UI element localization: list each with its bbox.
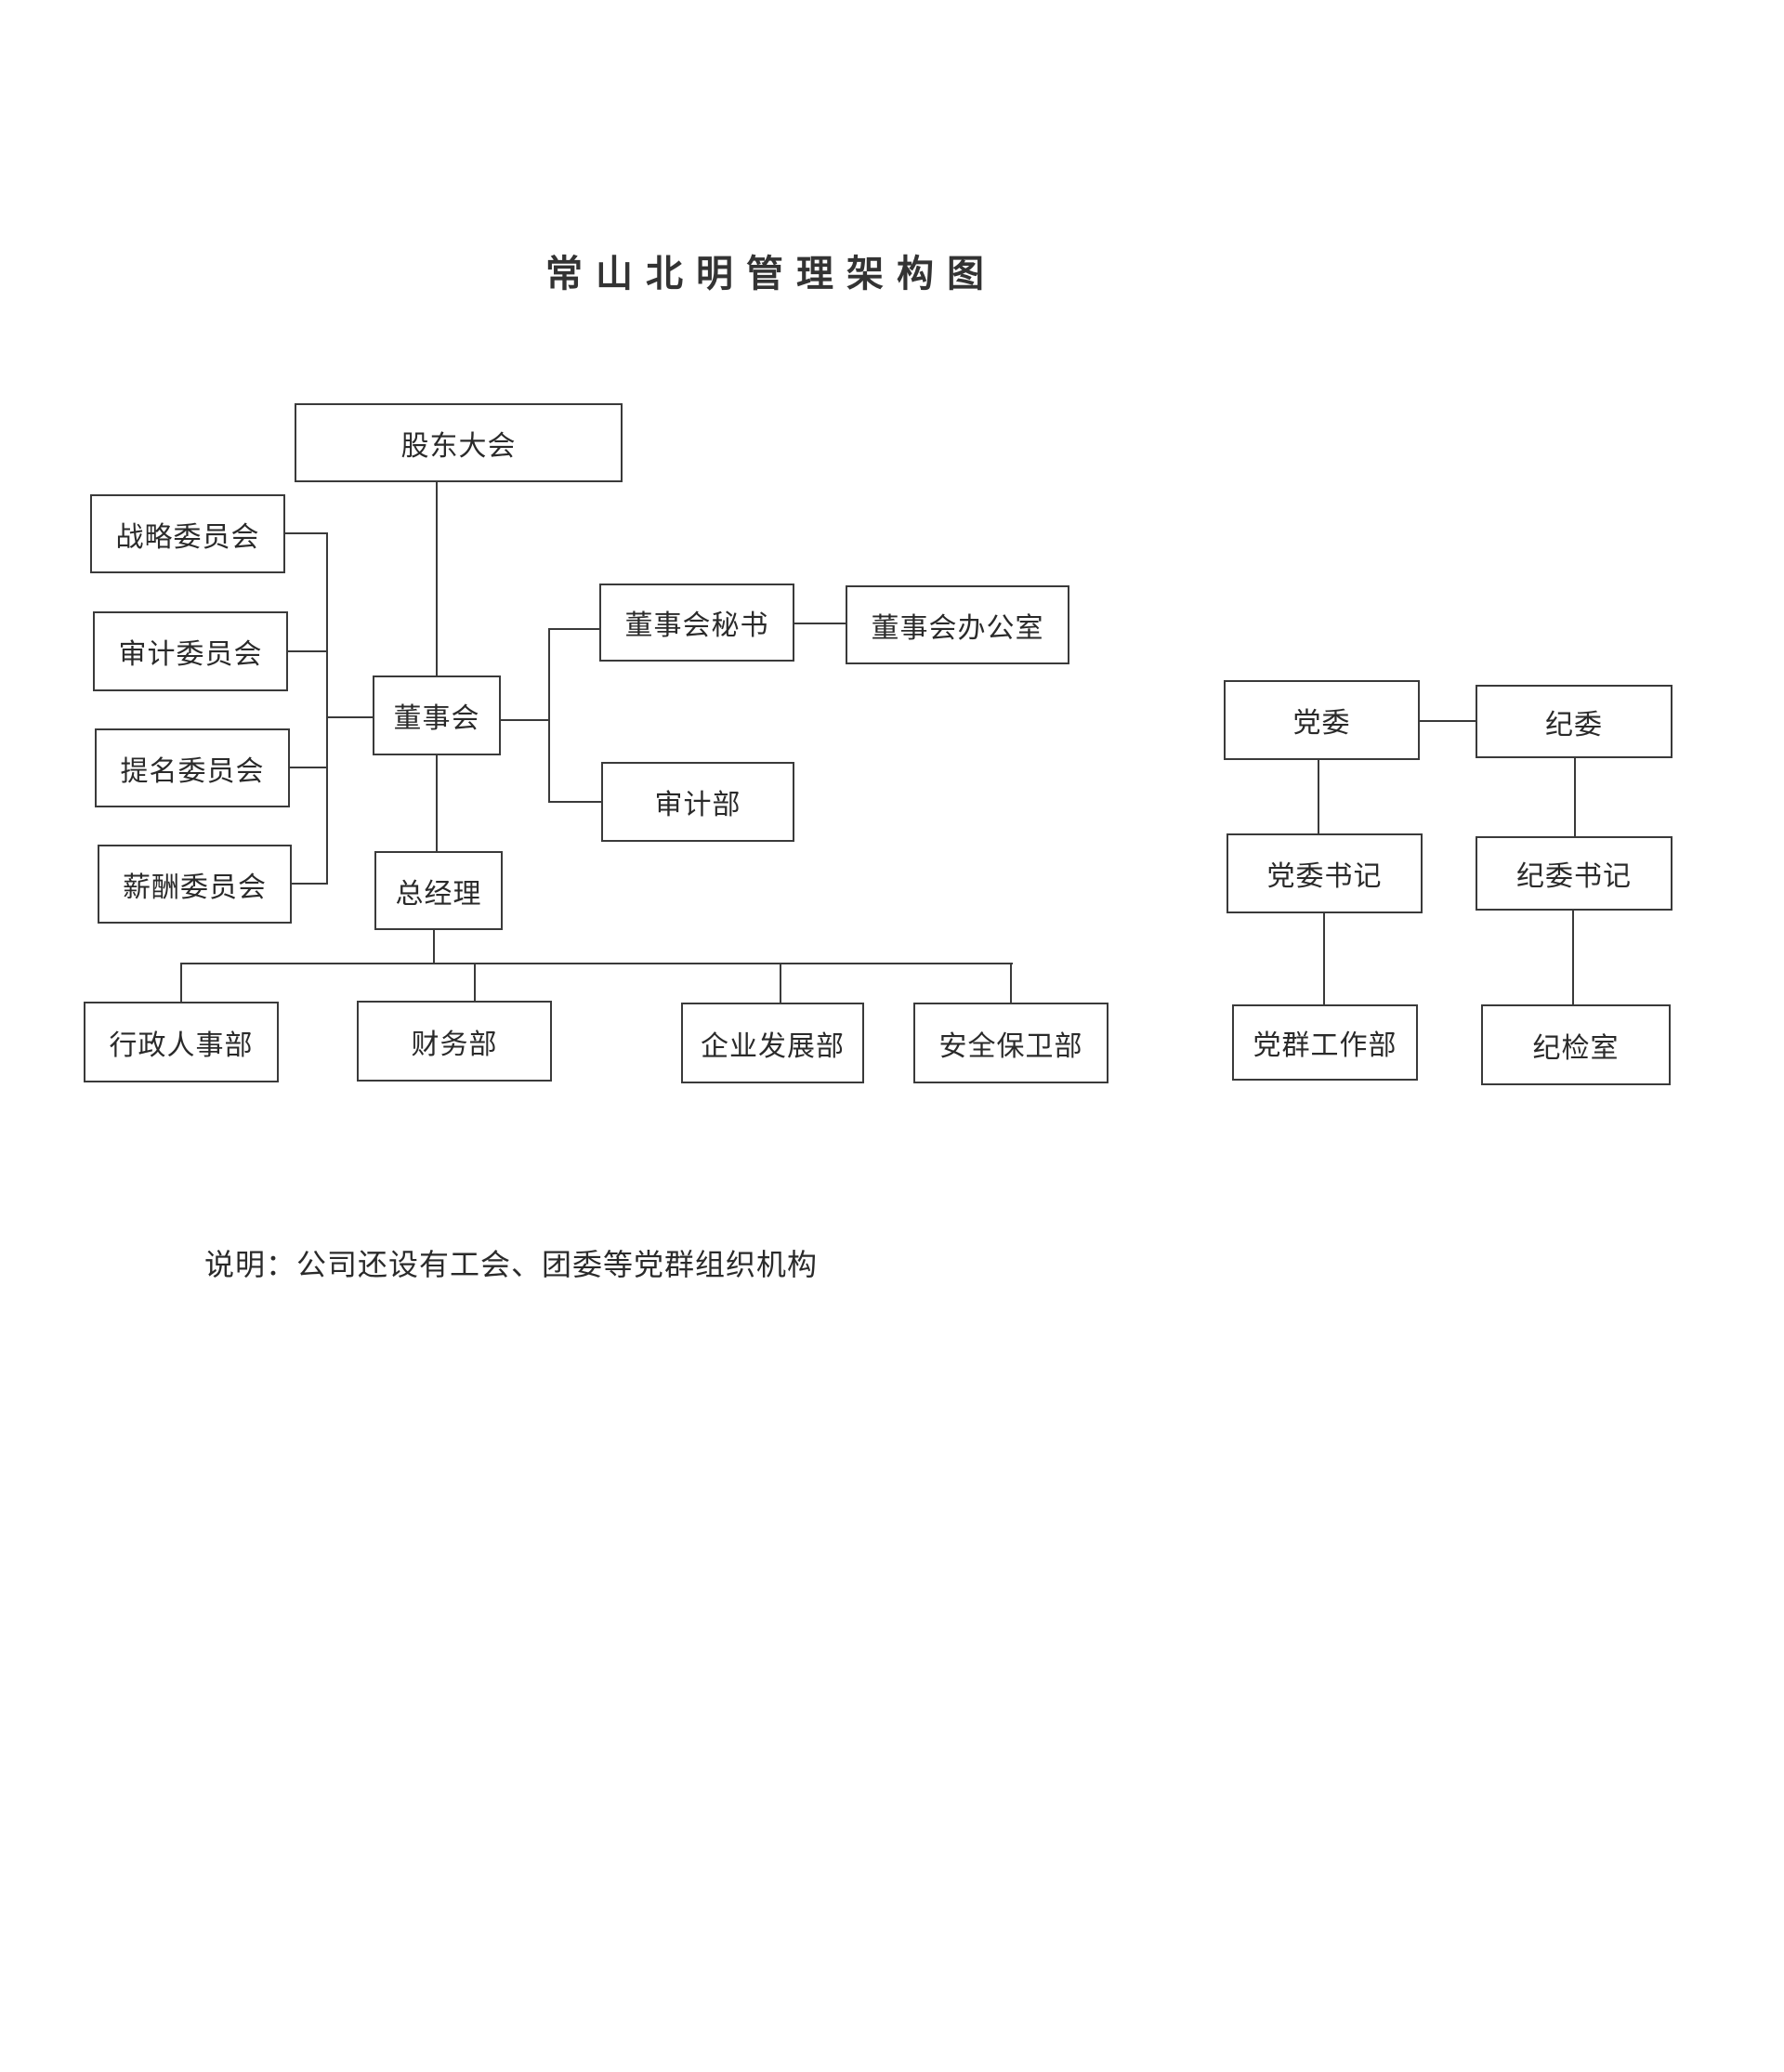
connector-line (548, 801, 601, 803)
footnote: 说明：公司还设有工会、团委等党群组织机构 (204, 1247, 819, 1282)
node-board-office: 董事会办公室 (846, 585, 1069, 664)
connector-line (474, 963, 476, 1003)
node-board-secretary: 董事会秘书 (599, 584, 794, 662)
connector-line (292, 883, 327, 885)
node-party-committee: 党委 (1224, 680, 1420, 760)
connector-line (436, 482, 438, 675)
node-board: 董事会 (373, 675, 501, 755)
node-discipline-committee: 纪委 (1476, 685, 1672, 758)
connector-line (1572, 911, 1574, 1004)
connector-line (780, 963, 781, 1003)
node-compensation-committee: 薪酬委员会 (98, 845, 292, 924)
connector-line (1323, 913, 1325, 1004)
connector-line (548, 628, 599, 630)
connector-line (1574, 758, 1576, 836)
node-shareholders-meeting: 股东大会 (295, 403, 623, 482)
connector-line (180, 963, 1013, 964)
node-party-secretary: 党委书记 (1226, 833, 1423, 913)
connector-line (180, 963, 182, 1003)
node-audit-committee: 审计委员会 (93, 611, 288, 691)
connector-line (433, 930, 435, 964)
connector-line (1010, 963, 1012, 1003)
node-security: 安全保卫部 (913, 1003, 1108, 1083)
connector-line (794, 623, 846, 624)
node-finance: 财务部 (357, 1001, 552, 1082)
connector-line (1420, 720, 1476, 722)
node-discipline-secretary: 纪委书记 (1476, 836, 1672, 911)
connector-line (327, 716, 373, 718)
node-enterprise-dev: 企业发展部 (681, 1003, 864, 1083)
node-party-work-dept: 党群工作部 (1232, 1004, 1418, 1081)
connector-line (288, 650, 327, 652)
connector-line (436, 755, 438, 851)
node-strategy-committee: 战略委员会 (90, 494, 285, 573)
connector-line (285, 532, 327, 534)
connector-line (290, 767, 327, 768)
connector-line (326, 532, 328, 885)
node-audit-dept: 审计部 (601, 762, 794, 842)
connector-line (501, 719, 549, 721)
chart-title: 常山北明管理架构图 (545, 252, 997, 295)
connector-line (1318, 760, 1319, 833)
node-admin-hr: 行政人事部 (84, 1002, 279, 1082)
node-nomination-committee: 提名委员会 (95, 728, 290, 807)
connector-line (548, 628, 550, 803)
node-general-manager: 总经理 (374, 851, 503, 930)
node-discipline-office: 纪检室 (1481, 1004, 1671, 1085)
